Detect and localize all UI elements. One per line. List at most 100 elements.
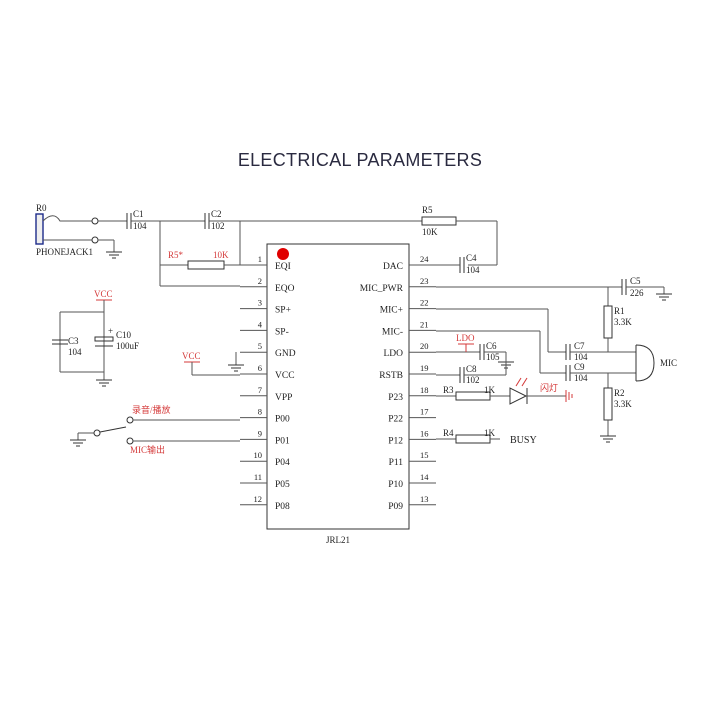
power-filter-section: VCC C3 104 + C10 100uF xyxy=(52,289,139,387)
pin-label: VCC xyxy=(275,371,295,381)
pin-label: LDO xyxy=(383,349,403,359)
pin-number: 5 xyxy=(258,341,262,351)
pin-label: EQI xyxy=(275,262,291,272)
busy-label: BUSY xyxy=(510,435,537,446)
chip-pin-left: 4SP- xyxy=(240,319,289,337)
svg-text:LDO: LDO xyxy=(456,333,475,343)
pin-number: 23 xyxy=(420,276,429,286)
r5-resistor: R5 10K xyxy=(421,205,457,237)
pin1-marker-dot xyxy=(277,248,289,260)
pin-number: 21 xyxy=(420,319,429,329)
pin-label: SP- xyxy=(275,327,289,337)
svg-text:R1: R1 xyxy=(614,306,625,316)
pin-label: P00 xyxy=(275,415,290,425)
svg-text:105: 105 xyxy=(486,352,500,362)
pin-label: RSTB xyxy=(379,371,403,381)
phonejack-section: R0 PHONEJACK1 xyxy=(35,203,127,259)
svg-text:104: 104 xyxy=(574,352,588,362)
ldo-net: LDO xyxy=(436,333,480,353)
pin-number: 19 xyxy=(420,363,429,373)
svg-text:C2: C2 xyxy=(211,209,222,219)
pin-label: P12 xyxy=(388,436,403,446)
svg-text:104: 104 xyxy=(133,221,147,231)
pin-label: MIC+ xyxy=(380,306,403,316)
svg-text:R4: R4 xyxy=(443,428,454,438)
r0-label: R0 xyxy=(36,203,47,213)
record-switch: 录音/播放 xyxy=(126,404,240,424)
c2-capacitor: C2 102 xyxy=(204,209,225,231)
svg-text:3.3K: 3.3K xyxy=(614,399,632,409)
pin-label: P01 xyxy=(275,436,290,446)
r3-resistor: R3 1K xyxy=(443,385,496,401)
pin-number: 4 xyxy=(258,319,263,329)
pin-number: 6 xyxy=(258,363,262,373)
svg-text:104: 104 xyxy=(68,347,82,357)
svg-text:C1: C1 xyxy=(133,209,144,219)
pin-label: EQO xyxy=(275,284,295,294)
c1-capacitor: C1 104 xyxy=(126,209,147,231)
svg-text:10K: 10K xyxy=(422,227,438,237)
r5s-resistor: R5* 10K xyxy=(168,250,229,270)
pin-label: P05 xyxy=(275,480,290,490)
r4-resistor: R4 1K xyxy=(443,428,496,444)
svg-text:C9: C9 xyxy=(574,362,585,372)
r2-resistor: R2 3.3K xyxy=(603,387,632,421)
pin-number: 1 xyxy=(258,254,262,264)
pin-number: 9 xyxy=(258,428,262,438)
pin-number: 15 xyxy=(420,450,429,460)
svg-text:C6: C6 xyxy=(486,341,497,351)
svg-text:录音/播放: 录音/播放 xyxy=(132,404,171,415)
pin-number: 14 xyxy=(420,472,429,482)
pin-label: P11 xyxy=(389,458,404,468)
pin-number: 3 xyxy=(258,298,262,308)
svg-text:R5*: R5* xyxy=(168,250,184,260)
chip-left-pins: 1EQI2EQO3SP+4SP-5GND6VCC7VPP8P009P0110P0… xyxy=(240,254,296,512)
svg-text:C7: C7 xyxy=(574,341,585,351)
pin-label: VPP xyxy=(275,393,292,403)
phonejack-body xyxy=(35,213,44,245)
pin-label: SP+ xyxy=(275,306,291,316)
svg-text:10K: 10K xyxy=(213,250,229,260)
chip-jrl21: JRL21 xyxy=(266,243,410,545)
r1-resistor: R1 3.3K xyxy=(603,305,632,339)
page-title: ELECTRICAL PARAMETERS xyxy=(237,150,483,170)
pin-number: 20 xyxy=(420,341,429,351)
phonejack-label: PHONEJACK1 xyxy=(36,247,93,257)
svg-text:+: + xyxy=(108,326,113,336)
svg-text:闪灯: 闪灯 xyxy=(540,383,558,393)
pin-label: MIC- xyxy=(382,327,403,337)
pin-label: P04 xyxy=(275,458,290,468)
pin-number: 7 xyxy=(258,385,262,395)
vcc-left-symbol: VCC xyxy=(182,351,240,376)
svg-text:104: 104 xyxy=(466,265,480,275)
svg-text:1K: 1K xyxy=(484,428,496,438)
pin-label: P10 xyxy=(388,480,403,490)
pin-number: 16 xyxy=(420,428,429,438)
led-diode: 闪灯 xyxy=(509,377,558,405)
pin-number: 17 xyxy=(420,407,429,417)
pin-label: P23 xyxy=(388,393,403,403)
svg-text:1K: 1K xyxy=(484,385,496,395)
svg-text:226: 226 xyxy=(630,288,644,298)
svg-text:C10: C10 xyxy=(116,330,132,340)
pin-number: 18 xyxy=(420,385,429,395)
pin-number: 12 xyxy=(254,494,263,504)
